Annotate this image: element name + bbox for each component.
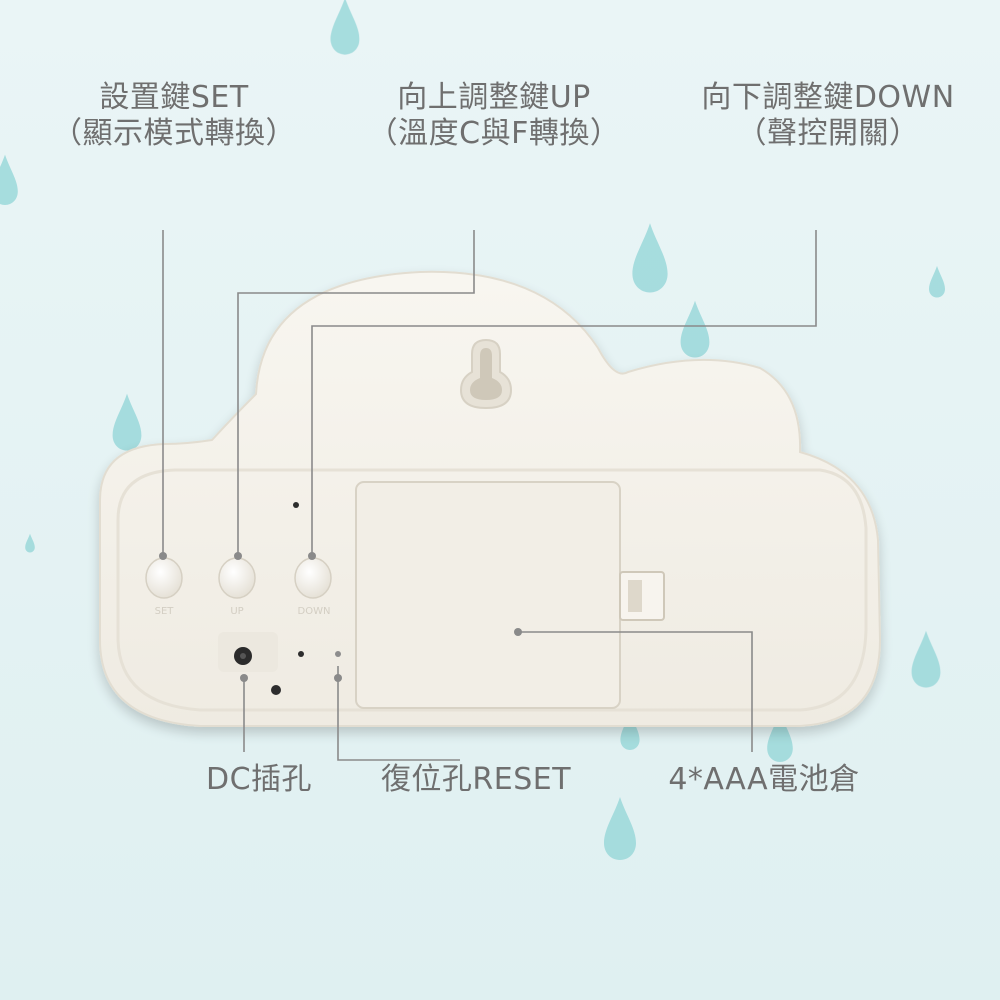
dc-jack-label: DC插孔	[206, 762, 312, 798]
leader-line-dots	[159, 552, 342, 682]
battery-compartment-label-text: 4*AAA電池倉	[668, 762, 860, 797]
sensor-hole	[271, 685, 281, 695]
down-button-label: DOWN	[298, 606, 331, 617]
up-key-label: 向上調整鍵UP （溫度C與F轉換）	[368, 80, 621, 152]
leader-lines	[162, 230, 817, 761]
reset-hole-label: 復位孔RESET	[381, 762, 571, 798]
wall-hanger-slot	[459, 338, 513, 410]
indicator-hole	[298, 651, 304, 657]
up-key-title: 向上調整鍵UP	[397, 80, 591, 115]
dc-jack[interactable]	[218, 632, 278, 672]
set-key-label: 設置鍵SET （顯示模式轉換）	[52, 80, 296, 152]
down-key-subtitle: （聲控開關）	[736, 116, 920, 151]
set-key-title: 設置鍵SET	[99, 80, 249, 115]
reset-hole-label-text: 復位孔RESET	[380, 762, 572, 797]
set-button[interactable]: SET	[145, 557, 183, 617]
down-key-title: 向下調整鍵DOWN	[701, 80, 955, 115]
up-key-subtitle: （溫度C與F轉換）	[367, 116, 621, 151]
down-button[interactable]: DOWN	[294, 557, 332, 617]
reset-hole[interactable]	[335, 651, 341, 657]
set-key-subtitle: （顯示模式轉換）	[52, 116, 296, 151]
microphone-hole	[293, 502, 299, 508]
up-button-label: UP	[230, 606, 243, 617]
set-button-label: SET	[155, 606, 175, 617]
dc-jack-label-text: DC插孔	[205, 762, 313, 797]
battery-compartment[interactable]	[355, 481, 665, 709]
battery-compartment-label: 4*AAA電池倉	[668, 762, 859, 798]
down-key-label: 向下調整鍵DOWN （聲控開關）	[701, 80, 954, 152]
